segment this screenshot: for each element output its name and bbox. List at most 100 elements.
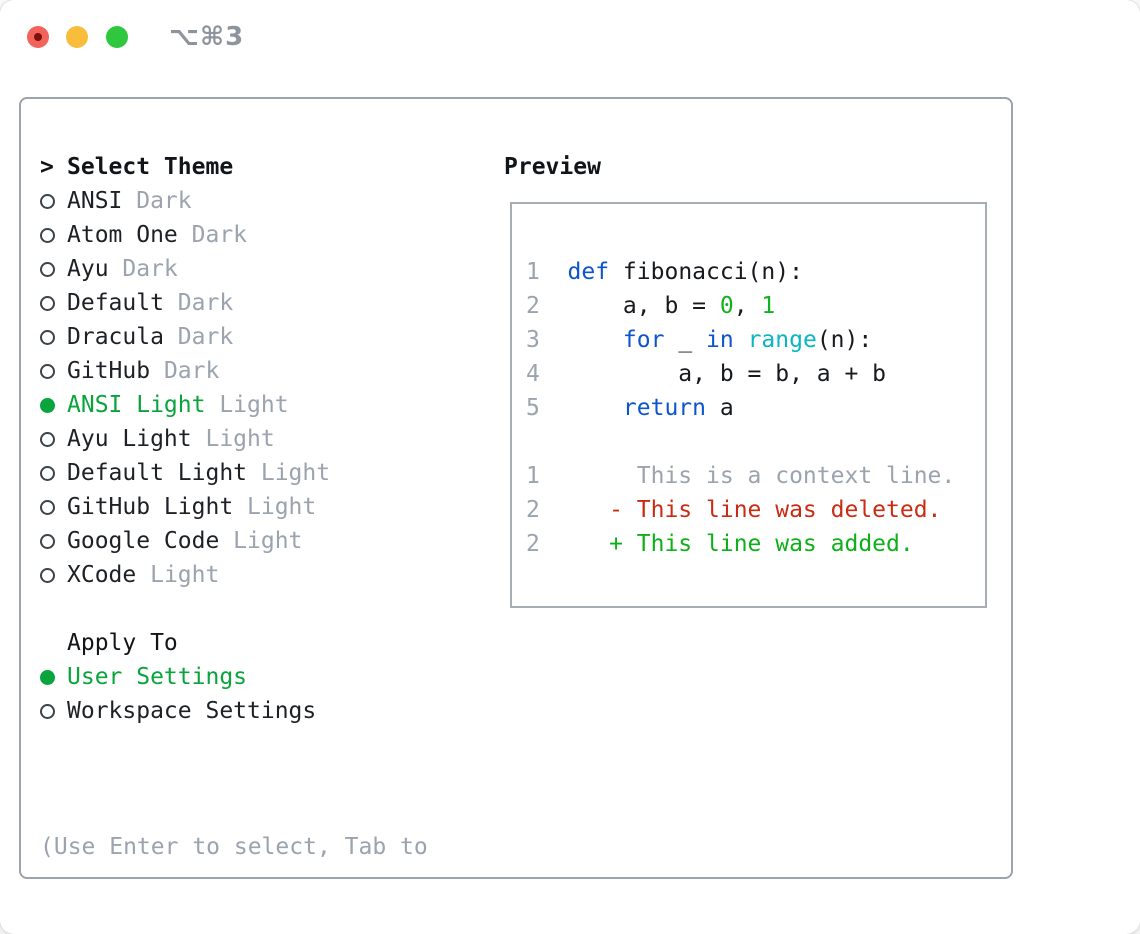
code-keyword: for xyxy=(622,327,665,353)
diff-context-line: 1 This is a context line. xyxy=(526,459,985,493)
code-text: a, b = xyxy=(567,293,720,319)
preview-title: Preview xyxy=(504,154,601,180)
theme-variant: Light xyxy=(205,426,275,452)
line-number: 4 xyxy=(526,361,540,387)
theme-name: ANSI xyxy=(67,188,123,214)
theme-name: GitHub xyxy=(67,358,151,384)
theme-variant: Dark xyxy=(177,324,234,350)
line-number: 5 xyxy=(526,395,540,421)
code-text xyxy=(568,327,623,353)
close-button[interactable] xyxy=(27,26,49,48)
theme-variant: Dark xyxy=(191,222,248,248)
code-text: _ xyxy=(664,327,707,353)
line-number: 1 xyxy=(526,463,540,489)
radio-icon xyxy=(40,567,55,583)
theme-name: Google Code xyxy=(67,528,220,554)
theme-name: Atom One xyxy=(67,222,178,248)
line-number: 3 xyxy=(526,327,540,353)
code-line-4: 4 a, b = b, a + b xyxy=(526,357,985,391)
code-text: (n): xyxy=(816,327,873,353)
radio-icon xyxy=(40,431,55,447)
line-number: 2 xyxy=(526,531,540,557)
theme-variant: Light xyxy=(247,494,317,520)
apply-option-label: Workspace Settings xyxy=(67,698,317,724)
theme-variant: Dark xyxy=(177,290,234,316)
theme-variant: Light xyxy=(233,528,303,554)
theme-option-ansi-light[interactable]: ANSI Light Light xyxy=(40,388,428,422)
window-shortcut-label: ⌥⌘3 xyxy=(169,22,245,52)
code-keyword: return xyxy=(622,395,707,421)
code-text xyxy=(734,327,748,353)
select-theme-title: Select Theme xyxy=(67,154,234,180)
diff-deleted-line: 2 - This line was deleted. xyxy=(526,493,985,527)
diff-added-line: 2 + This line was added. xyxy=(526,527,985,561)
maximize-button[interactable] xyxy=(106,26,128,48)
radio-icon xyxy=(40,397,55,413)
theme-option-ayu-light[interactable]: Ayu Light Light xyxy=(40,422,428,456)
apply-option-user-settings[interactable]: User Settings xyxy=(40,660,428,694)
radio-icon xyxy=(40,363,55,379)
theme-variant: Dark xyxy=(122,256,178,282)
theme-name: Ayu xyxy=(67,256,109,282)
code-text: a xyxy=(706,395,734,421)
theme-variant: Light xyxy=(150,562,220,588)
code-number: 0 xyxy=(719,293,734,319)
theme-variant: Light xyxy=(260,460,331,486)
theme-variant: Dark xyxy=(163,358,220,384)
theme-option-ansi-dark[interactable]: ANSI Dark xyxy=(40,184,428,218)
radio-icon xyxy=(40,193,55,209)
radio-icon xyxy=(40,533,55,549)
radio-icon xyxy=(40,261,55,277)
code-keyword: def xyxy=(567,259,610,285)
select-theme-header: > Select Theme xyxy=(40,150,428,184)
theme-option-atom-one-dark[interactable]: Atom One Dark xyxy=(40,218,428,252)
theme-option-default-light[interactable]: Default Light Light xyxy=(40,456,428,490)
prompt-caret-icon: > xyxy=(40,154,54,180)
spacer xyxy=(40,592,428,626)
theme-option-ayu-dark[interactable]: Ayu Dark xyxy=(40,252,428,286)
diff-added-text: + This line was added. xyxy=(567,531,914,557)
line-number: 2 xyxy=(526,497,540,523)
theme-name: Dracula xyxy=(67,324,164,350)
diff-deleted-text: - This line was deleted. xyxy=(567,497,942,523)
radio-icon xyxy=(40,227,55,243)
code-function: range xyxy=(747,327,817,353)
code-text: fibonacci(n): xyxy=(609,259,803,285)
radio-icon xyxy=(40,329,55,345)
close-dot-icon xyxy=(34,33,42,41)
apply-to-title: Apply To xyxy=(67,630,178,656)
line-number: 1 xyxy=(526,259,540,285)
apply-option-workspace-settings[interactable]: Workspace Settings xyxy=(40,694,428,728)
apply-option-label: User Settings xyxy=(67,664,248,690)
apply-to-header: Apply To xyxy=(40,626,428,660)
theme-variant: Dark xyxy=(136,188,192,214)
help-text: (Use Enter to select, Tab to change focu… xyxy=(40,762,428,934)
titlebar: ⌥⌘3 xyxy=(0,0,1140,74)
code-line-3: 3 for _ in range(n): xyxy=(526,323,985,357)
theme-option-google-code-light[interactable]: Google Code Light xyxy=(40,524,428,558)
help-text-line1: (Use Enter to select, Tab to xyxy=(40,834,428,860)
theme-name: Ayu Light xyxy=(67,426,192,452)
code-text: a, b = b, a + b xyxy=(567,361,887,387)
code-number: 1 xyxy=(761,293,776,319)
code-line-1: 1 def fibonacci(n): xyxy=(526,255,985,289)
theme-option-github-dark[interactable]: GitHub Dark xyxy=(40,354,428,388)
diff-context-text: This is a context line. xyxy=(567,463,956,489)
theme-variant: Light xyxy=(219,392,289,418)
line-number: 2 xyxy=(526,293,540,319)
theme-option-dracula-dark[interactable]: Dracula Dark xyxy=(40,320,428,354)
diff-preview: 1 This is a context line. 2 - This line … xyxy=(526,459,985,561)
minimize-button[interactable] xyxy=(66,26,88,48)
code-line-5: 5 return a xyxy=(526,391,985,425)
radio-icon xyxy=(40,499,55,515)
theme-name: ANSI Light xyxy=(67,392,206,418)
theme-name: Default Light xyxy=(67,460,248,486)
radio-icon xyxy=(40,703,55,719)
